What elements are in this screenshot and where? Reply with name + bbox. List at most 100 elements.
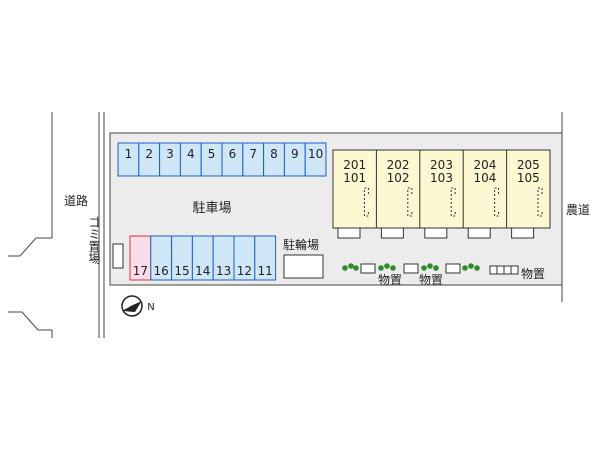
- parking-space-8: 8: [263, 142, 285, 177]
- parking-space-2: 2: [138, 142, 161, 177]
- shrub-icon: [462, 265, 468, 271]
- unit-upper-number: 201: [343, 158, 366, 172]
- unit-lower-number: 102: [387, 171, 410, 185]
- garbage-box: [112, 243, 124, 269]
- unit-lower-number: 104: [473, 171, 496, 185]
- parking-space-4: 4: [179, 142, 202, 177]
- unit-upper-number: 204: [473, 158, 496, 172]
- shrub-icon: [421, 265, 427, 271]
- parking-space-15: 15: [171, 235, 193, 281]
- parking-space-number: 15: [174, 264, 189, 278]
- garbage-label: ゴミ置場: [87, 215, 101, 265]
- parking-space-number: 9: [291, 147, 299, 161]
- shrub-icon: [468, 263, 474, 269]
- parking-space-13: 13: [212, 235, 235, 281]
- parking-space-number: 6: [229, 147, 237, 161]
- north-compass-icon: N: [121, 295, 155, 317]
- entrance-step: [337, 227, 361, 239]
- parking-space-10: 10: [304, 142, 327, 177]
- stair-outline: [450, 187, 456, 217]
- storage-unit-segment: [510, 265, 519, 275]
- parking-space-box: [304, 142, 327, 177]
- unit-upper-number: 205: [517, 158, 540, 172]
- north-marker-label: N: [147, 302, 154, 313]
- building-outline: [332, 149, 551, 229]
- unit-lower-number: 101: [343, 171, 366, 185]
- storage-sheds: [360, 263, 519, 275]
- shrub-icon: [474, 265, 480, 271]
- parking-space-12: 12: [233, 235, 256, 281]
- unit-upper-number: 203: [430, 158, 453, 172]
- parking-space-6: 6: [221, 142, 244, 177]
- parking-space-number: 5: [208, 147, 216, 161]
- shrub-icon: [427, 263, 433, 269]
- bicycle-parking-box: [283, 254, 324, 279]
- parking-space-number: 14: [195, 264, 210, 278]
- shrub-icon: [342, 265, 348, 271]
- bicycle-parking-label: 駐輪場: [283, 237, 319, 252]
- entrance-step: [467, 227, 491, 239]
- parking-space-number: 8: [270, 147, 278, 161]
- parking-space-number: 11: [258, 264, 273, 278]
- parking-row-bottom: 17 16 15 14 13 12 11: [129, 235, 277, 281]
- entrance-step: [380, 227, 404, 239]
- stair-outline: [407, 187, 413, 217]
- shrub-icon: [390, 265, 396, 271]
- parking-space-number: 12: [237, 264, 252, 278]
- parking-space-number: 10: [308, 147, 323, 161]
- storage-shed: [403, 263, 419, 274]
- parking-space-number: 13: [216, 264, 231, 278]
- entrance-step: [511, 227, 535, 239]
- parking-space-number: 4: [187, 147, 195, 161]
- parking-space-number: 3: [166, 147, 174, 161]
- parking-space-1: 1: [117, 142, 140, 177]
- parking-space-11: 11: [254, 235, 277, 281]
- storage-unit-segment: [503, 265, 512, 275]
- shrub-icon: [433, 265, 439, 271]
- road-left-curve-bottom: [8, 311, 52, 331]
- unit-lower-number: 103: [430, 171, 453, 185]
- parking-space-number: 2: [145, 147, 153, 161]
- entrance-step: [424, 227, 448, 239]
- parking-space-17: 17: [129, 235, 152, 281]
- parking-space-7: 7: [242, 142, 265, 177]
- parking-space-16: 16: [150, 235, 173, 281]
- parking-space-number: 7: [249, 147, 257, 161]
- storage-label-1: 物置: [378, 273, 402, 287]
- stair-outline: [363, 187, 369, 217]
- unit-lower-number: 105: [517, 171, 540, 185]
- unit-upper-number: 202: [387, 158, 410, 172]
- storage-unit-segment: [489, 265, 498, 275]
- shrubs: [342, 263, 480, 271]
- storage-label-2: 物置: [419, 273, 443, 287]
- storage-shed: [360, 263, 376, 274]
- shrub-icon: [384, 263, 390, 269]
- shrub-icon: [348, 263, 354, 269]
- storage-shed: [445, 263, 461, 274]
- road-left-label: 道路: [64, 193, 88, 208]
- parking-space-9: 9: [283, 142, 306, 177]
- road-left-curve-top: [8, 237, 52, 257]
- farm-road-label: 農道: [566, 203, 590, 217]
- shrub-icon: [378, 265, 384, 271]
- stair-outline: [494, 187, 500, 217]
- parking-label: 駐車場: [192, 201, 231, 216]
- storage-unit-segment: [496, 265, 505, 275]
- parking-space-number: 16: [154, 264, 169, 278]
- parking-space-5: 5: [200, 142, 223, 177]
- parking-space-3: 3: [159, 142, 181, 177]
- stair-outline: [537, 187, 543, 217]
- shrub-icon: [353, 265, 359, 271]
- storage-label-3: 物置: [521, 267, 545, 281]
- parking-space-number: 17: [133, 264, 148, 278]
- parking-space-14: 14: [191, 235, 214, 281]
- parking-space-number: 1: [125, 147, 133, 161]
